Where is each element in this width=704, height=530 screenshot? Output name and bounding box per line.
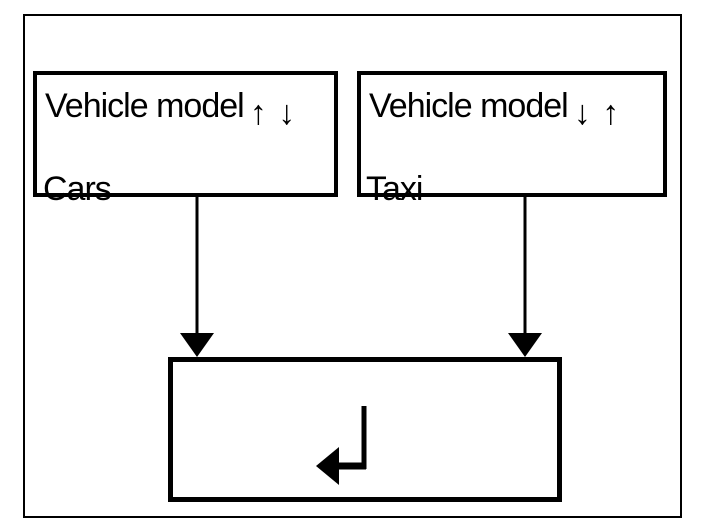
taxi-label: Taxi bbox=[366, 170, 423, 208]
box-title-text: Vehicle model bbox=[45, 87, 245, 125]
box-title-text: Vehicle model bbox=[369, 87, 569, 125]
vehicle-model-title: Vehicle model↓ ↑ bbox=[369, 87, 620, 132]
merge-box bbox=[168, 357, 562, 502]
down-up-arrows-icon: ↓ ↑ bbox=[573, 94, 621, 132]
vehicle-model-box-taxi: Vehicle model↓ ↑ bbox=[357, 71, 667, 197]
vehicle-model-title: Vehicle model↑ ↓ bbox=[45, 87, 296, 132]
vehicle-model-box-cars: Vehicle model↑ ↓ bbox=[33, 71, 338, 197]
up-down-arrows-icon: ↑ ↓ bbox=[249, 94, 297, 132]
cars-label: Cars bbox=[43, 170, 112, 208]
outer-frame bbox=[23, 14, 682, 518]
